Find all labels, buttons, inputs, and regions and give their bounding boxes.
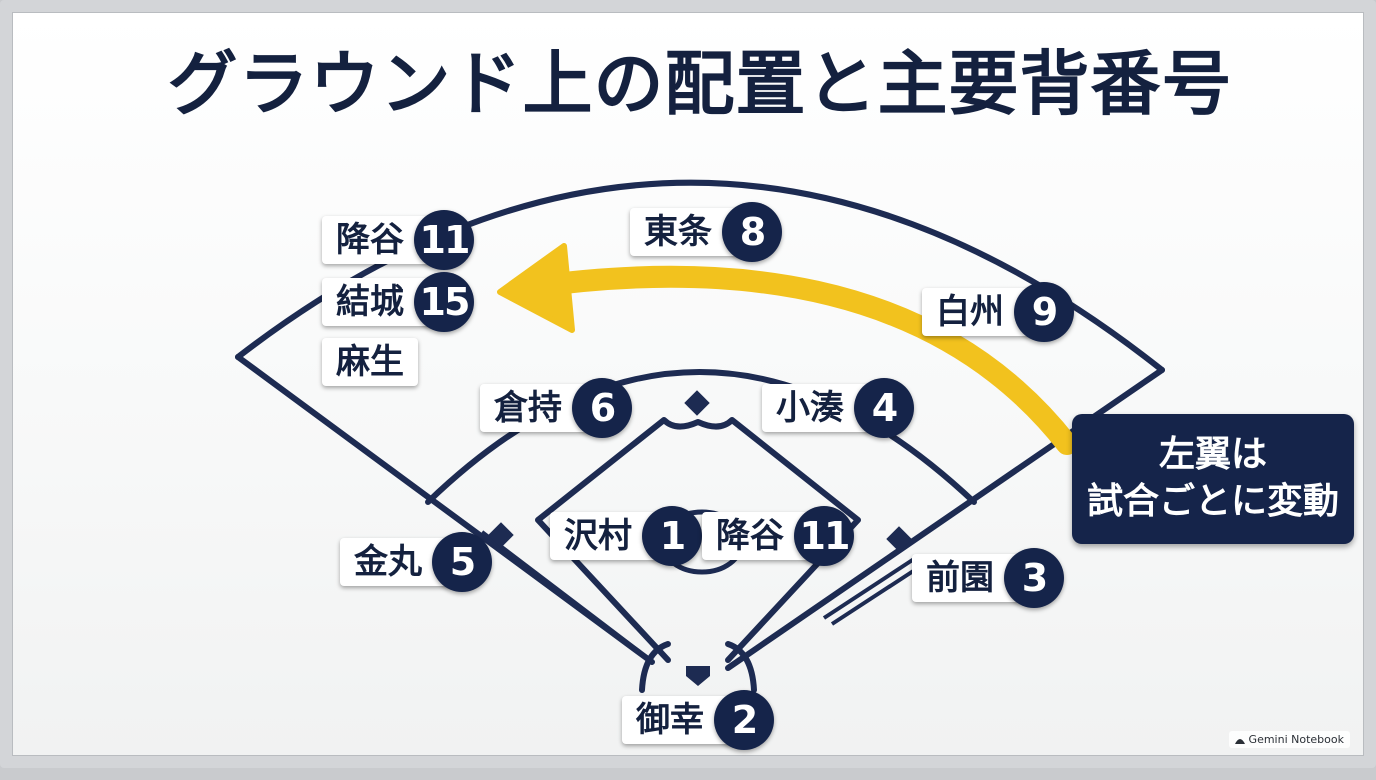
player-name: 麻生 xyxy=(322,338,418,386)
third-base xyxy=(488,522,514,548)
home-area xyxy=(639,641,757,693)
shortstop-player: 倉持 6 xyxy=(480,378,632,438)
third-base-player: 金丸 5 xyxy=(340,532,492,592)
jersey-number: 4 xyxy=(854,378,914,438)
baseball-field-diagram xyxy=(235,179,1165,693)
notebook-icon xyxy=(1234,738,1245,744)
jersey-number: 5 xyxy=(432,532,492,592)
first-base xyxy=(886,526,912,552)
catcher-player: 御幸 2 xyxy=(622,690,774,750)
player-name: 降谷 xyxy=(322,216,436,264)
jersey-number: 6 xyxy=(572,378,632,438)
player-name: 沢村 xyxy=(550,512,664,560)
right-field-player: 白州 9 xyxy=(922,282,1074,342)
gemini-notebook-badge: Gemini Notebook xyxy=(1228,731,1350,748)
second-base-player: 小湊 4 xyxy=(762,378,914,438)
infield-diamond xyxy=(535,417,861,663)
jersey-number: 11 xyxy=(414,210,474,270)
left-field-player-2: 結城 15 xyxy=(322,272,474,332)
pitcher-player-1: 沢村 1 xyxy=(550,506,702,566)
player-name: 金丸 xyxy=(340,538,454,586)
note-line-1: 左翼は xyxy=(1158,434,1267,476)
jersey-number: 1 xyxy=(642,506,702,566)
home-plate xyxy=(686,666,710,686)
arrow-head xyxy=(497,243,575,333)
badge-label: Gemini Notebook xyxy=(1248,733,1344,746)
jersey-number: 2 xyxy=(714,690,774,750)
pitcher-player-2: 降谷 11 xyxy=(702,506,854,566)
first-base-player: 前園 3 xyxy=(912,548,1064,608)
rotation-arrow xyxy=(521,265,1078,455)
note-line-2: 試合ごとに変動 xyxy=(1086,481,1339,522)
jersey-number: 8 xyxy=(722,202,782,262)
jersey-number: 3 xyxy=(1004,548,1064,608)
second-base xyxy=(684,390,710,416)
left-field-player-3: 麻生 xyxy=(322,332,418,392)
jersey-number: 15 xyxy=(414,272,474,332)
jersey-number: 9 xyxy=(1014,282,1074,342)
jersey-number: 11 xyxy=(794,506,854,566)
center-field-player: 東条 8 xyxy=(630,202,782,262)
infield-arc xyxy=(425,369,977,505)
page-title: グラウンド上の配置と主要背番号 xyxy=(167,43,1233,125)
outfield-fence xyxy=(235,179,1165,373)
left-field-note: 左翼は 試合ごとに変動 xyxy=(1072,414,1354,544)
left-field-player-1: 降谷 11 xyxy=(322,210,474,270)
